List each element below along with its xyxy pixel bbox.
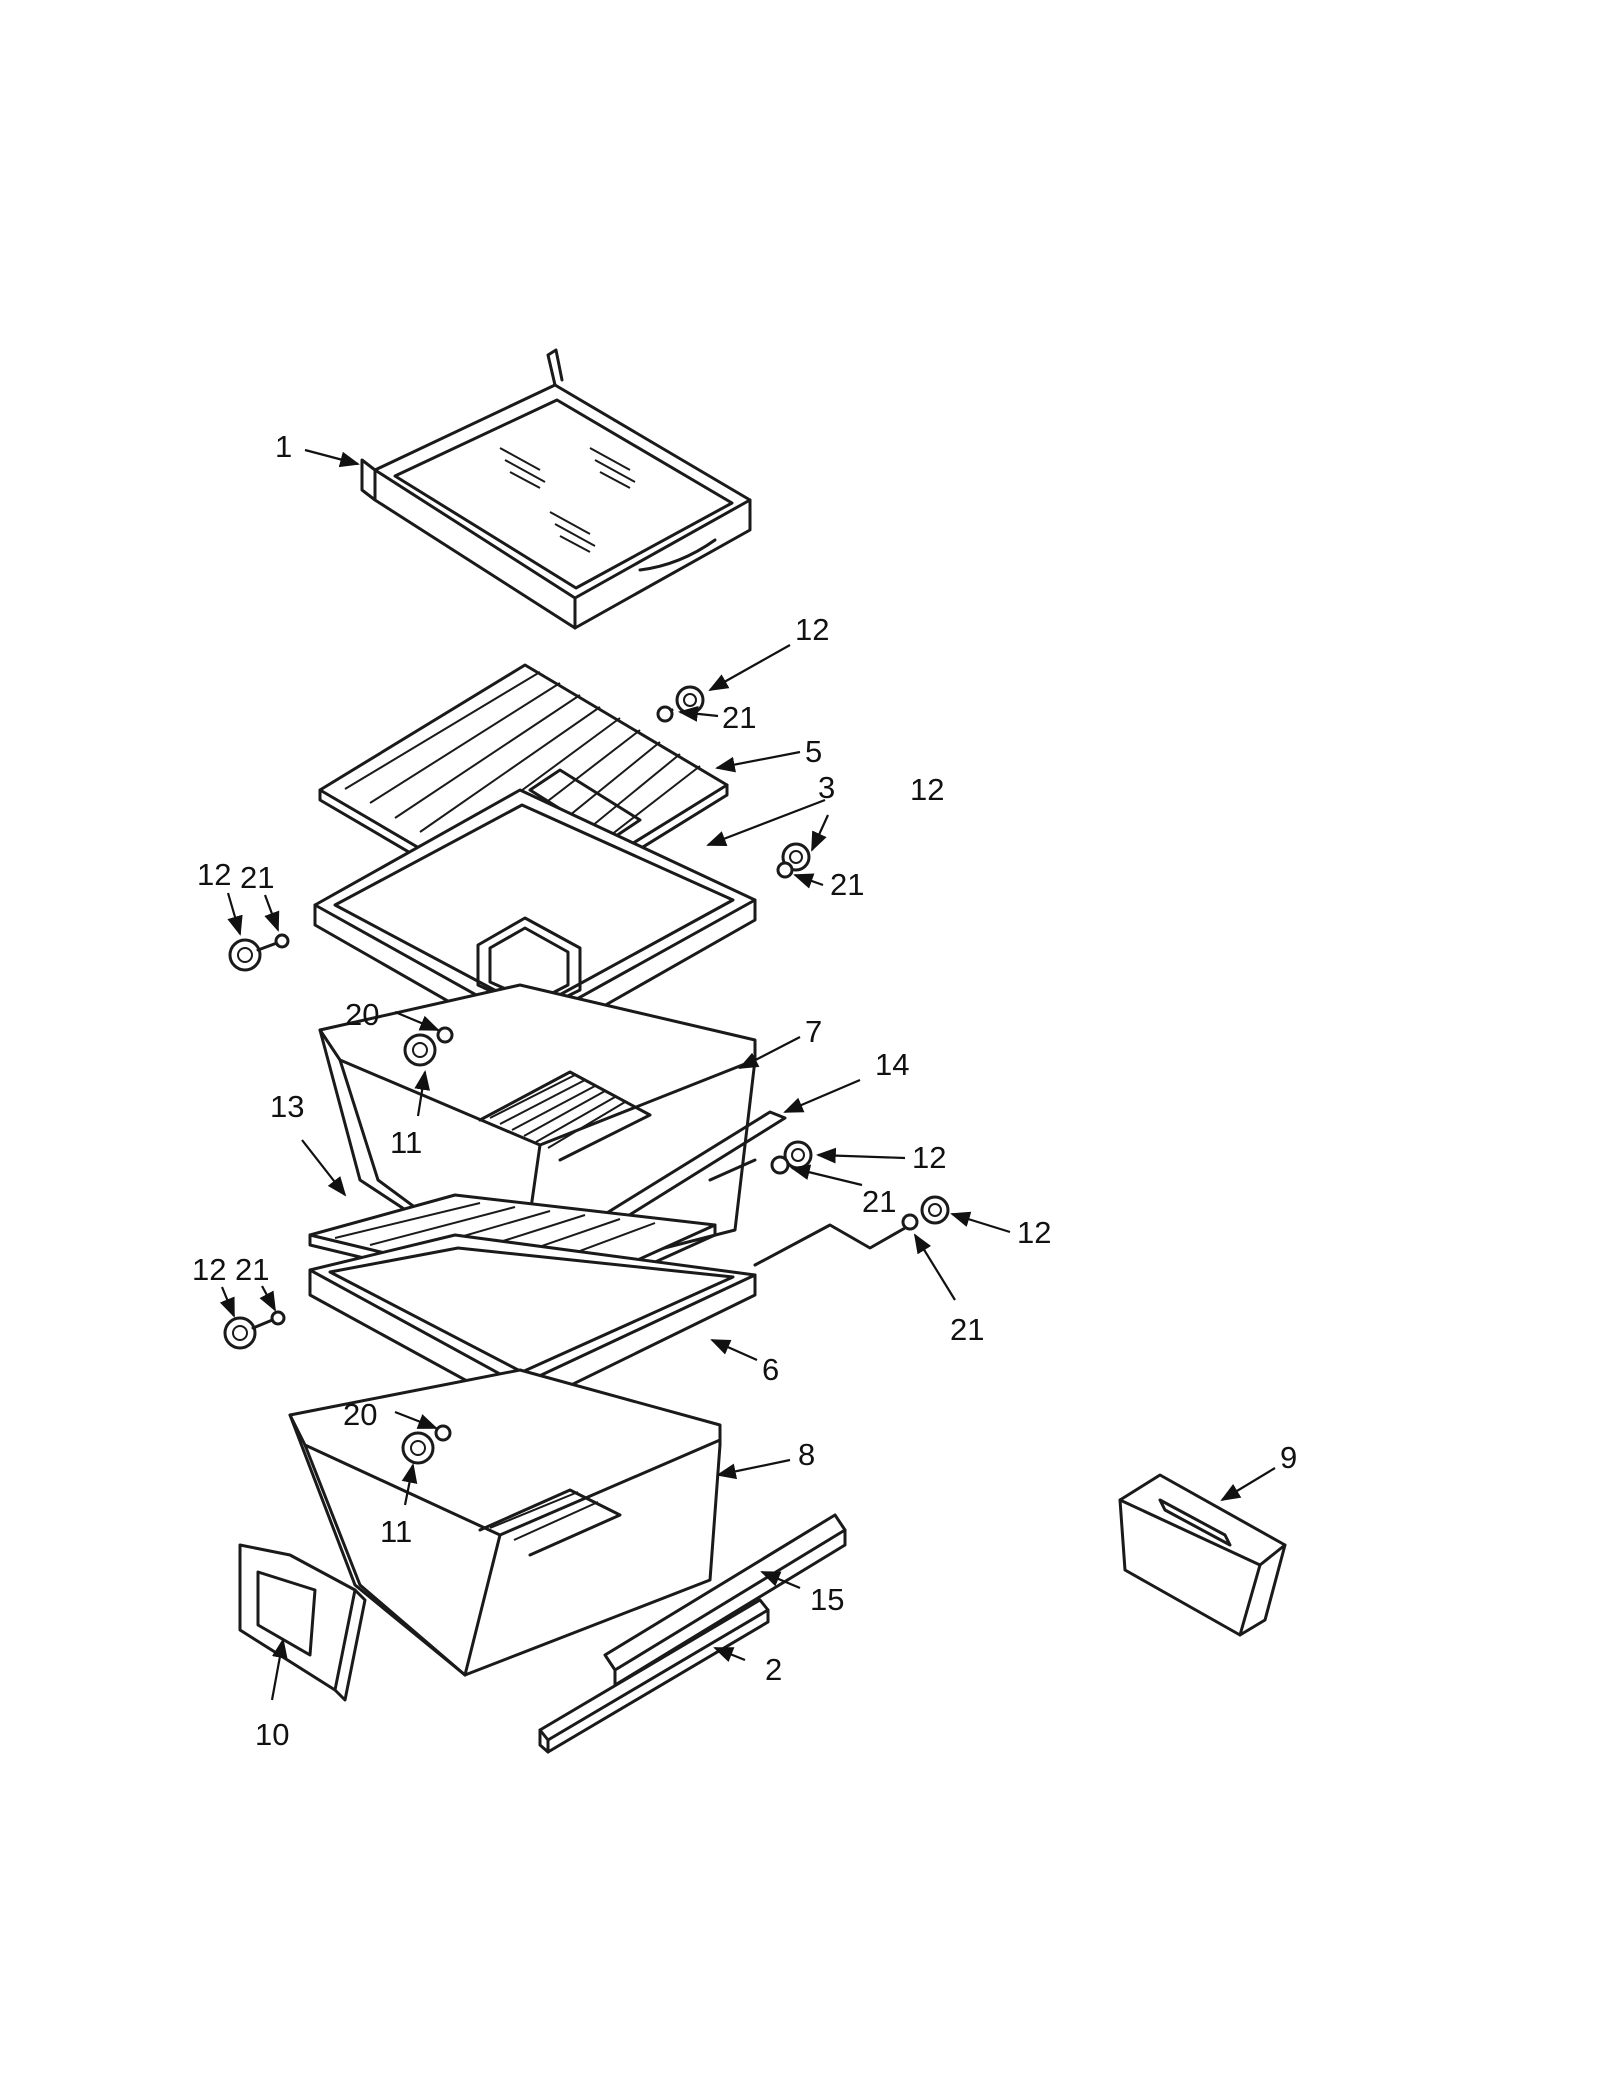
callout-12: 12: [192, 1252, 226, 1287]
callout-1: 1: [275, 429, 292, 464]
shelf-part-1: [360, 348, 752, 630]
callout-9: 9: [1280, 1440, 1297, 1475]
callout-21: 21: [722, 700, 756, 735]
callout-21: 21: [862, 1184, 896, 1219]
callout-12: 12: [197, 857, 231, 892]
callout-8: 8: [798, 1437, 815, 1472]
callout-11: 11: [390, 1125, 422, 1160]
callout-10: 10: [255, 1717, 289, 1752]
callout-14: 14: [875, 1047, 909, 1082]
drawer-part-8: [288, 1368, 722, 1677]
callout-7: 7: [805, 1014, 822, 1049]
callout-6: 6: [762, 1352, 779, 1387]
callout-21: 21: [830, 867, 864, 902]
callout-15: 15: [810, 1582, 844, 1617]
callout-21: 21: [240, 860, 274, 895]
callout-12: 12: [910, 772, 944, 807]
callout-labels: 1 12 21 5 3 12 21 12 21 20 11 7 14 13 12…: [192, 429, 1297, 1752]
rail-part-2: [538, 1598, 770, 1754]
callout-3: 3: [818, 770, 835, 805]
trim-part-15: [603, 1513, 847, 1687]
callout-5: 5: [805, 734, 822, 769]
frame-part-3: [313, 788, 757, 1050]
callout-21: 21: [235, 1252, 269, 1287]
callout-11: 11: [380, 1514, 412, 1549]
callout-2: 2: [765, 1652, 782, 1687]
door-bin-part-9: [1118, 1473, 1287, 1637]
callout-12: 12: [1017, 1215, 1051, 1250]
label-holder-part-10: [238, 1543, 367, 1702]
callout-21: 21: [950, 1312, 984, 1347]
callout-13: 13: [270, 1089, 304, 1124]
callout-12: 12: [912, 1140, 946, 1175]
callout-20: 20: [345, 997, 379, 1032]
callout-12: 12: [795, 612, 829, 647]
hardware: [223, 685, 950, 1465]
leader-lines: [219, 448, 1276, 1701]
callout-20: 20: [343, 1397, 377, 1432]
